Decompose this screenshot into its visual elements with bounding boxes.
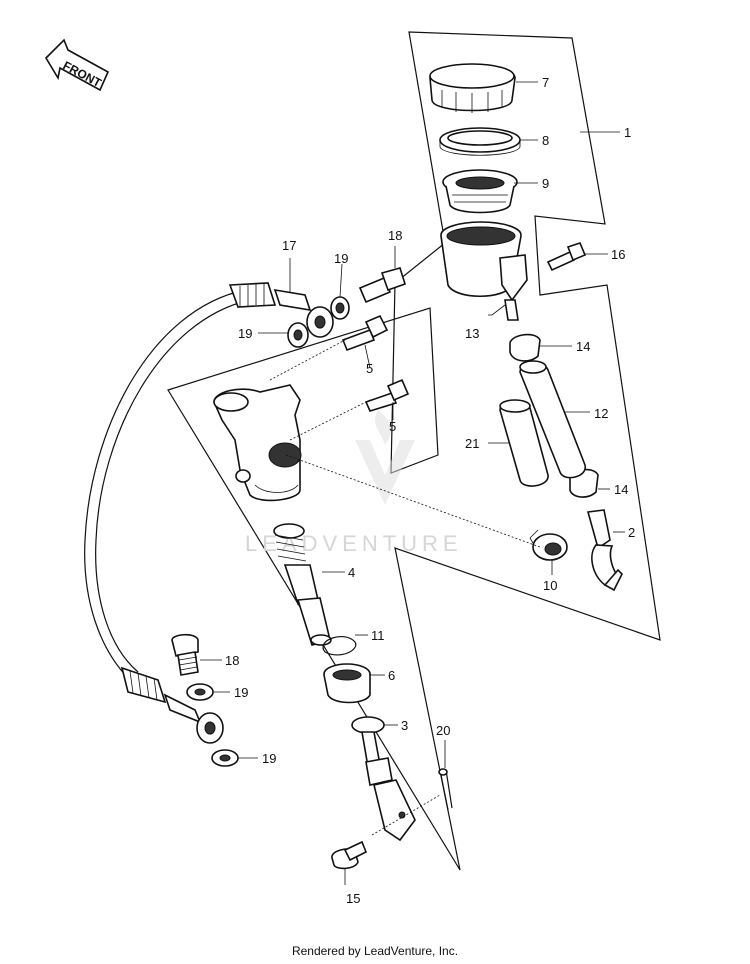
leadventure-logo-icon	[355, 410, 415, 505]
callout-18-a: 18	[388, 228, 402, 243]
banjo-bolt-lower	[171, 633, 199, 676]
banjo-bolt-upper	[358, 267, 406, 304]
washer-lower-a	[186, 683, 214, 701]
callout-3: 3	[401, 718, 408, 733]
front-arrow-icon: FRONT	[44, 38, 110, 92]
washer-upper-b	[287, 322, 309, 348]
hose-fitting	[586, 509, 623, 592]
callout-19-a: 19	[334, 251, 348, 266]
callout-21: 21	[465, 436, 479, 451]
callout-12: 12	[594, 406, 608, 421]
mounting-bolt-lower	[364, 378, 410, 412]
callout-7: 7	[542, 75, 549, 90]
dust-boot	[323, 663, 371, 704]
diaphragm	[442, 169, 518, 214]
clevis-pin	[331, 840, 368, 870]
callout-6: 6	[388, 668, 395, 683]
callout-17: 17	[282, 238, 296, 253]
footer-credit: Rendered by LeadVenture, Inc.	[291, 944, 459, 958]
callout-2: 2	[628, 525, 635, 540]
circlip	[322, 636, 357, 656]
hose-clamp-upper	[509, 333, 541, 362]
reservoir-cap	[429, 63, 516, 113]
push-rod	[351, 716, 416, 842]
callout-18-b: 18	[225, 653, 239, 668]
callout-13: 13	[465, 326, 479, 341]
callout-4: 4	[348, 565, 355, 580]
callout-16: 16	[611, 247, 625, 262]
assembly-outline	[167, 31, 661, 871]
piston-assembly	[273, 523, 332, 646]
callout-15: 15	[346, 891, 360, 906]
reservoir-hose	[519, 360, 586, 479]
brake-hose	[84, 282, 334, 744]
washer-lower-b	[211, 749, 239, 767]
cotter-pin	[438, 768, 453, 811]
master-cylinder-body	[213, 384, 302, 502]
callout-5-a: 5	[366, 361, 373, 376]
reservoir-screw	[546, 242, 587, 272]
callout-14-a: 14	[576, 339, 590, 354]
callout-19-b: 19	[238, 326, 252, 341]
leader-lines	[200, 81, 625, 885]
callout-19-c: 19	[234, 685, 248, 700]
callout-9: 9	[542, 176, 549, 191]
grommet	[529, 529, 568, 561]
reservoir-tank	[440, 221, 528, 321]
callout-19-d: 19	[262, 751, 276, 766]
callout-8: 8	[542, 133, 549, 148]
callout-10: 10	[543, 578, 557, 593]
callout-5-b: 5	[389, 419, 396, 434]
callout-20: 20	[436, 723, 450, 738]
diaphragm-plate	[439, 127, 521, 156]
reservoir-hose-alt	[499, 399, 549, 487]
callout-1: 1	[624, 125, 631, 140]
washer-upper-a	[330, 296, 350, 320]
callout-14-b: 14	[614, 482, 628, 497]
callout-11: 11	[371, 628, 385, 643]
mounting-bolt-upper	[341, 314, 389, 352]
